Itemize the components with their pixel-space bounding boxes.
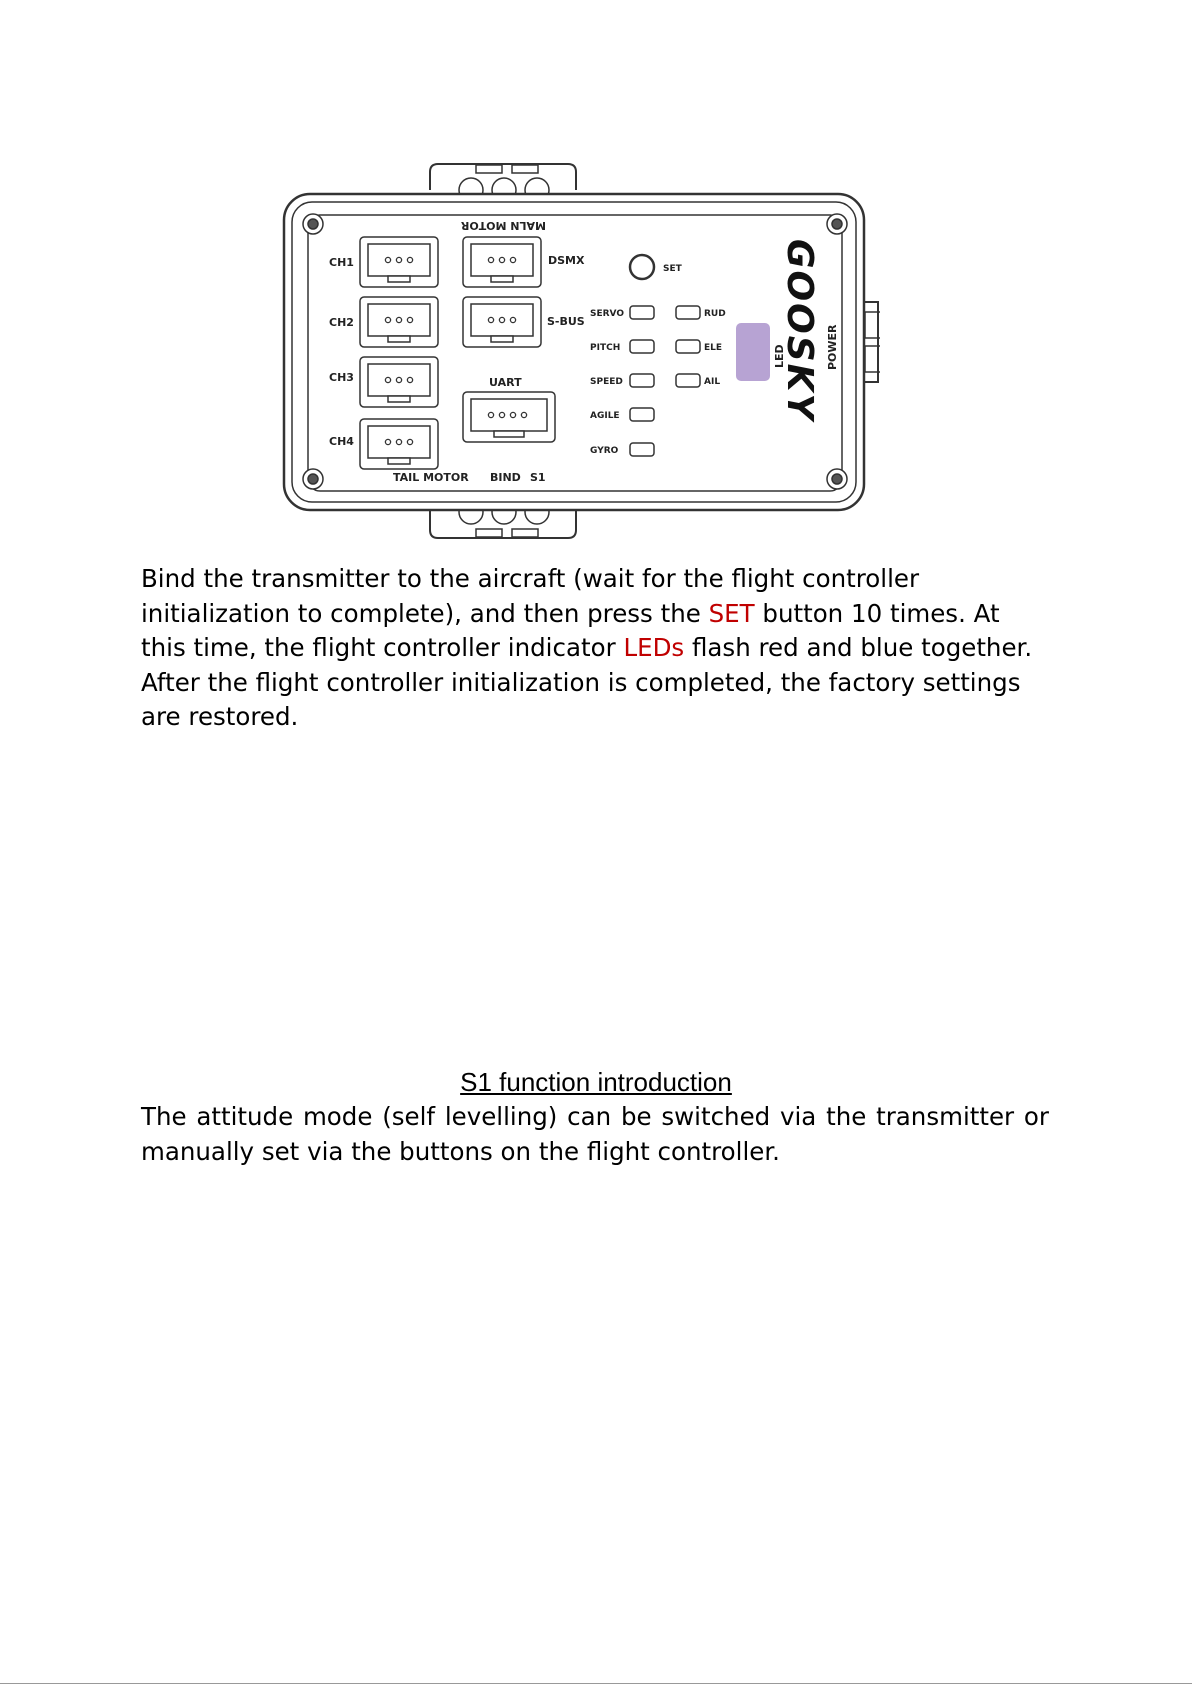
label-ch3: CH3 bbox=[329, 371, 354, 384]
label-s1: S1 bbox=[530, 471, 546, 484]
paragraph-text-a: Bind the transmitter to the aircraft (wa… bbox=[141, 564, 920, 628]
label-led: LED bbox=[773, 344, 786, 368]
s1-function-paragraph: The attitude mode (self levelling) can b… bbox=[141, 1102, 1049, 1166]
label-uart: UART bbox=[489, 376, 522, 389]
label-set: SET bbox=[663, 264, 683, 274]
page-bottom-rule bbox=[0, 1683, 1192, 1684]
label-ch4: CH4 bbox=[329, 435, 354, 448]
section-heading: S1 function introduction bbox=[460, 1067, 732, 1097]
factory-reset-paragraph: Bind the transmitter to the aircraft (wa… bbox=[141, 562, 1049, 735]
label-servo: SERVO bbox=[590, 309, 624, 319]
set-button-graphic bbox=[628, 253, 656, 281]
label-sbus: S-BUS bbox=[547, 315, 585, 328]
led-pad bbox=[736, 323, 770, 381]
paragraph-text-c: flash red and blue together. After the f… bbox=[141, 633, 1033, 731]
label-speed: SPEED bbox=[590, 377, 623, 387]
label-gyro: GYRO bbox=[590, 446, 619, 456]
label-ch2: CH2 bbox=[329, 316, 354, 329]
label-pitch: PITCH bbox=[590, 343, 620, 353]
brand-logo: GOOSKY bbox=[779, 239, 820, 424]
label-bind: BIND bbox=[490, 471, 521, 484]
label-tail-motor: TAIL MOTOR bbox=[393, 471, 469, 484]
leds-highlight: LEDs bbox=[623, 633, 685, 662]
label-agile: AGILE bbox=[590, 411, 620, 421]
flight-controller-diagram: CH1 CH2 CH3 CH4 DSMX S-BUS UART TAIL MOT… bbox=[282, 163, 880, 539]
label-dsmx: DSMX bbox=[548, 254, 585, 267]
label-ch1: CH1 bbox=[329, 256, 354, 269]
label-ele: ELE bbox=[704, 343, 722, 353]
set-highlight: SET bbox=[708, 598, 755, 628]
label-power: POWER bbox=[826, 324, 839, 370]
label-main-motor: MALN MOTOR bbox=[460, 219, 546, 232]
label-ail: AIL bbox=[704, 377, 720, 387]
label-rud: RUD bbox=[704, 309, 726, 319]
paragraph-text-b: button 10 times. At this time, the fligh… bbox=[141, 598, 1000, 663]
